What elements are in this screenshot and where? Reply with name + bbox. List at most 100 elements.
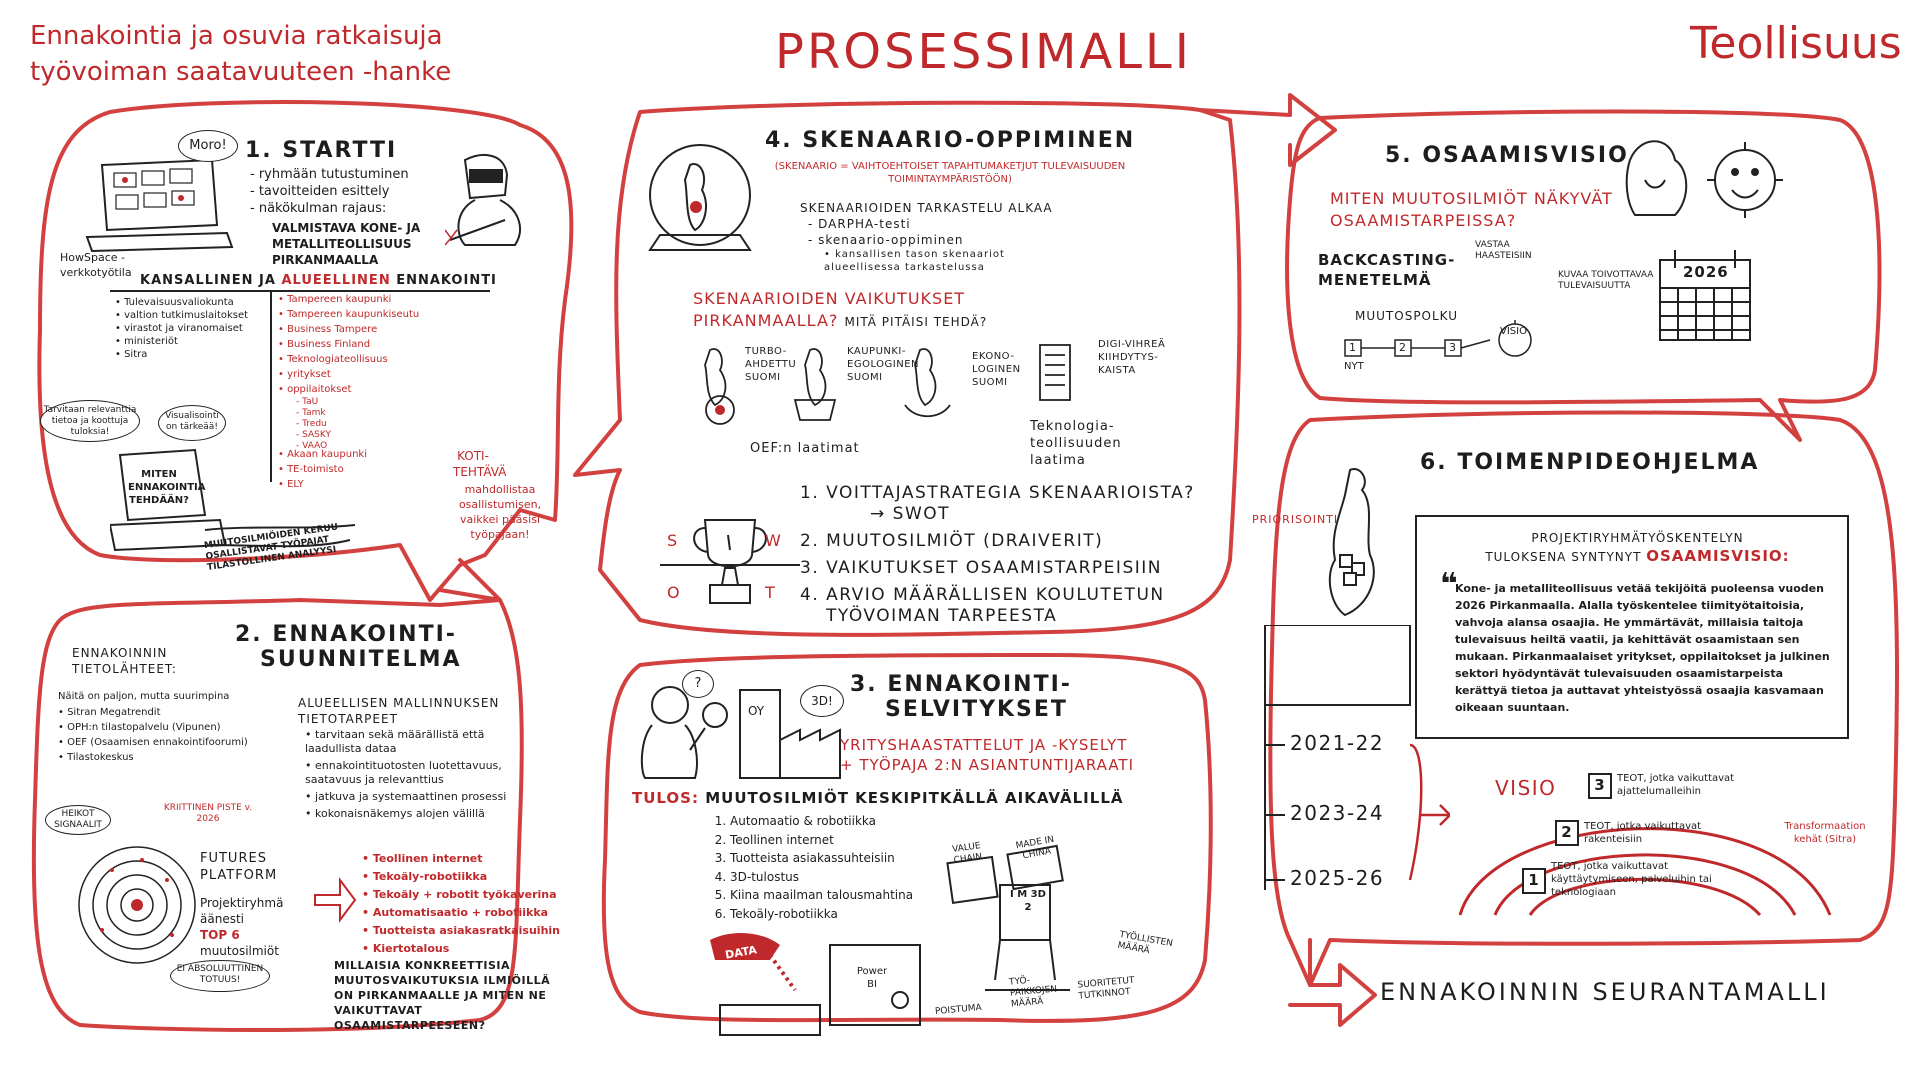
project-line-2: työvoiman saatavuuteen -hanke	[30, 57, 452, 87]
critical-point-label: KRIITTINEN PISTE v. 2026	[163, 803, 253, 824]
path-step-3: 3	[1449, 341, 1456, 354]
list-item: OPH:n tilastopalvelu (Vipunen)	[58, 720, 248, 735]
box-title-highlight: OSAAMISVISIO:	[1646, 547, 1790, 565]
stage4-arrow	[1198, 93, 1337, 167]
change-path-diagram	[1344, 320, 1532, 357]
backcasting-label: BACKCASTING-MENETELMÄ	[1318, 251, 1456, 289]
impacts-line: PIRKANMAALLA?	[693, 311, 839, 330]
sources-title: ENNAKOINNIN TIETOLÄHTEET:	[72, 646, 177, 676]
swot-w: W	[765, 531, 782, 550]
list-item: yritykset	[278, 367, 419, 382]
review-item: - DARPHA-testi	[808, 217, 911, 231]
timeline-diagram	[1264, 625, 1450, 890]
list-item: Kiertotalous	[362, 940, 560, 958]
title-line: 2. ENNAKOINTI-	[235, 622, 457, 647]
list-item: virastot ja viranomaiset	[115, 322, 248, 335]
list-item: jatkuva ja systemaattinen prosessi	[305, 790, 515, 804]
voting-line: Projektiryhmä äänesti	[200, 896, 284, 926]
list-item: OEF (Osaamisen ennakointifoorumi)	[58, 735, 248, 750]
tech-industry-label: Teknologia-teollisuuden laatima	[1030, 419, 1122, 468]
list-item: Kiina maailman talousmahtina	[730, 886, 913, 905]
list-item: Tulevaisuusvaliokunta	[115, 296, 248, 309]
vision-arc-label: VISIO	[1495, 776, 1557, 800]
calendar-icon	[1659, 250, 1751, 341]
list-item: Sitran Megatrendit	[58, 705, 248, 720]
transformation-label: Transformaation kehät (Sitra)	[1784, 821, 1866, 845]
question-item: 2. MUUTOSILMIÖT (DRAIVERIT)	[800, 531, 1104, 551]
interviews-label: YRITYSHAASTATTELUT JA -KYSELYT + TYÖPAJA…	[840, 735, 1134, 775]
computer-screen-text: MITEN ENNAKOINTIA TEHDÄÄN?	[128, 469, 206, 506]
needs-list: tarvitaan sekä määrällistä että laadulli…	[305, 728, 515, 821]
scenario-questions: 1. VOITTAJASTRATEGIA SKENAARIOISTA? → SW…	[800, 480, 1195, 630]
stage1-bullets: - ryhmään tutustuminen - tavoitteiden es…	[250, 166, 409, 217]
finland-map-icon	[1328, 468, 1375, 617]
review-item: - skenaario-oppiminen	[808, 233, 964, 247]
vision-box-title: PROJEKTIRYHMÄTYÖSKENTELYN TULOKSENA SYNT…	[1440, 530, 1835, 566]
stage1-focus: VALMISTAVA KONE- JA METALLITEOLLISUUS PI…	[272, 221, 421, 267]
regional-actors-more: Akaan kaupunki TE-toimisto ELY	[278, 447, 367, 492]
futures-platform-label: FUTURES PLATFORM	[200, 851, 278, 883]
question-item: 1. VOITTAJASTRATEGIA SKENAARIOISTA?	[800, 483, 1195, 503]
act-text-2: TEOT, jotka vaikuttavat rakenteisiin	[1584, 821, 1702, 845]
stage1-bullet: - tavoitteiden esittely	[250, 184, 390, 199]
list-item: Tuotteista asiakassuhteisiin	[730, 849, 913, 868]
review-item: • kansallisen tason skenaariot alueellis…	[824, 249, 1005, 273]
thought-bubble-data: Tarvitaan relevanttia tietoa ja koottuja…	[40, 400, 140, 442]
act-text-3: TEOT, jotka vaikuttavat ajattelumalleihi…	[1617, 773, 1735, 797]
act-level-1: 1	[1522, 868, 1546, 894]
list-item: ELY	[278, 477, 367, 492]
title-line: 3. ENNAKOINTI-	[850, 672, 1072, 697]
path-step-2: 2	[1399, 341, 1406, 354]
list-item: oppilaitokset	[278, 382, 419, 397]
stage1-bullet: - näkökulman rajaus:	[250, 201, 387, 216]
computer-icon	[110, 448, 356, 552]
now-label: NYT	[1344, 361, 1364, 372]
swot-o: O	[667, 583, 681, 602]
list-item: TE-toimisto	[278, 462, 367, 477]
list-item: Business Finland	[278, 337, 419, 352]
stage1-bullet: - ryhmään tutustuminen	[250, 167, 409, 182]
data-machine-icon	[710, 844, 1070, 1036]
list-item: Teollinen internet	[362, 850, 560, 868]
timeline-year-2: 2023-24	[1290, 801, 1385, 825]
vision-statement-box	[1415, 515, 1849, 739]
list-item: Tekoäly + robotit työkaverina	[362, 886, 560, 904]
voting-line: muutosilmiöt	[200, 944, 279, 958]
list-item: Tekoäly-robotiikka	[730, 905, 913, 924]
weak-signals-bubble: HEIKOT SIGNAALIT	[45, 805, 111, 835]
timeline-year-3: 2025-26	[1290, 866, 1385, 890]
list-item: - Tamk	[296, 408, 326, 418]
industry-label: Teollisuus	[1690, 18, 1902, 69]
scenario-eco: EKONO-LOGINEN SUOMI	[972, 351, 1021, 388]
list-item: Business Tampere	[278, 322, 419, 337]
stage3-frame	[601, 653, 1213, 1023]
stage4-title: 4. SKENAARIO-OPPIMINEN	[765, 128, 1136, 153]
act-text-1: TEOT, jotka vaikuttavat käyttäytymiseen,…	[1551, 861, 1712, 898]
interviews-line: + TYÖPAJA 2:N ASIANTUNTIJARAATI	[840, 756, 1135, 774]
list-item: - VAAO	[296, 441, 328, 451]
list-item: ministeriöt	[115, 335, 248, 348]
oef-label: OEF:n laatimat	[750, 441, 860, 456]
list-item: - SASKY	[296, 430, 331, 440]
stage5-title: 5. OSAAMISVISIO	[1385, 143, 1629, 168]
stage5-frame	[1285, 109, 1882, 442]
interviews-line: YRITYSHAASTATTELUT JA -KYSELYT	[840, 736, 1128, 754]
vision-statement-text: Kone- ja metalliteollisuus vetää tekijöi…	[1455, 582, 1830, 714]
scenario-definition: (SKENAARIO = VAIHTOEHTOISET TAPAHTUMAKET…	[774, 161, 1126, 185]
stage4-frame	[573, 100, 1242, 637]
calendar-year: 2026	[1683, 263, 1729, 281]
impacts-line: SKENAARIOIDEN VAIKUTUKSET	[693, 289, 966, 308]
globe-icon	[648, 144, 752, 251]
scenario-turbo: TURBO-AHDETTU SUOMI	[745, 346, 797, 383]
list-item: Akaan kaupunki	[278, 447, 367, 462]
result-text: MUUTOSILMIÖT KESKIPITKÄLLÄ AIKAVÄLILLÄ	[705, 789, 1124, 807]
title-line: SELVITYKSET	[885, 697, 1068, 722]
futures-target-icon	[78, 846, 196, 964]
list-item: valtion tutkimuslaitokset	[115, 309, 248, 322]
results-list: Automaatio & robotiikka Teollinen intern…	[712, 812, 913, 923]
heading-part: KANSALLINEN JA	[140, 273, 276, 288]
list-item: Tampereen kaupunki	[278, 292, 419, 307]
schools-list: - TaU - Tamk - Tredu - SASKY - VAAO	[296, 397, 331, 452]
stage5-question: MITEN MUUTOSILMIÖT NÄKYVÄT OSAAMISTARPEI…	[1330, 189, 1613, 230]
